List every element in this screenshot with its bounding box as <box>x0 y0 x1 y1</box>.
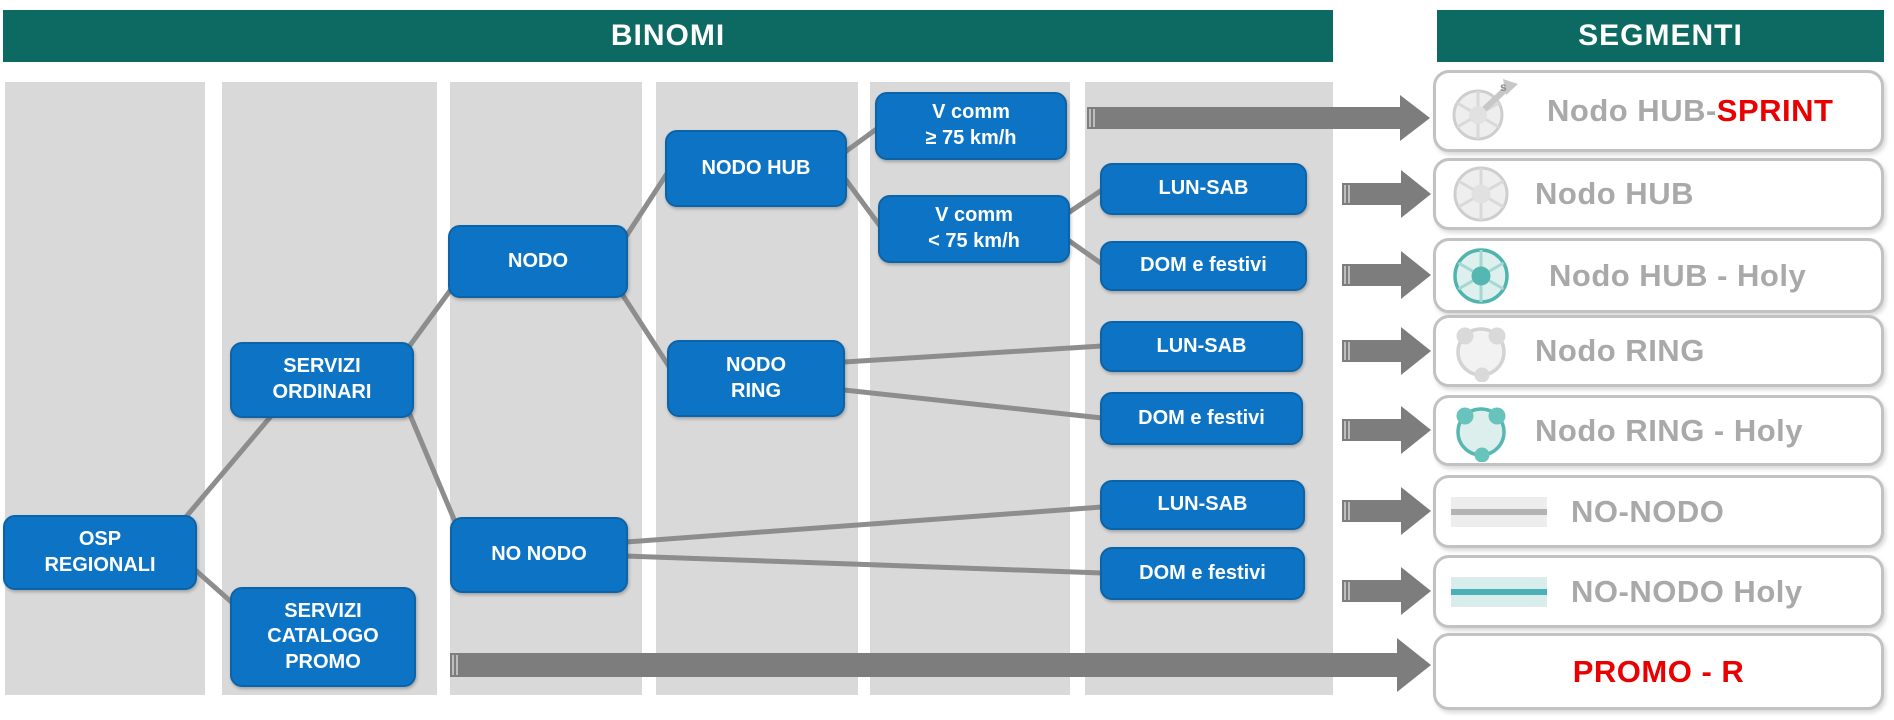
node-nodo: NODO <box>448 225 628 298</box>
segment-label-red: SPRINT <box>1716 93 1834 128</box>
segment-row-hub-holy: Nodo HUB - Holy <box>1433 238 1884 313</box>
node-v-comm-ge-75: V comm ≥ 75 km/h <box>875 92 1067 160</box>
node-lun-sab-ring: LUN-SAB <box>1100 321 1303 372</box>
arrow-nodo-ring <box>1342 327 1431 375</box>
arrow-no-nodo-holy <box>1342 567 1431 615</box>
segment-row-no-nodo-holy: NO-NODO Holy <box>1433 555 1884 628</box>
segment-label: Nodo RING <box>1535 333 1705 368</box>
node-dom-festivi-ring: DOM e festivi <box>1100 392 1303 445</box>
segment-label: Nodo HUB - Holy <box>1549 257 1807 293</box>
segment-label: NO-NODO <box>1571 493 1725 529</box>
ring-holy-icon <box>1451 400 1511 462</box>
segment-label: Nodo HUB-SPRINT <box>1547 93 1833 129</box>
node-dom-festivi-hub: DOM e festivi <box>1100 241 1307 291</box>
arrow-nodo-ring-holy <box>1342 406 1431 454</box>
segment-label: Nodo RING - Holy <box>1535 412 1804 448</box>
node-osp-regionali: OSP REGIONALI <box>3 515 197 590</box>
segment-row-hub: Nodo HUB <box>1433 158 1884 230</box>
segment-row-hub-sprint: s Nodo HUB-SPRINT <box>1433 70 1884 152</box>
segmenti-header: SEGMENTI <box>1437 10 1884 62</box>
track-bar-icon <box>1451 492 1547 532</box>
hub-sprint-icon: s <box>1451 78 1523 144</box>
column-5 <box>870 82 1070 695</box>
node-servizi-ordinari: SERVIZI ORDINARI <box>230 342 414 418</box>
node-nodo-hub: NODO HUB <box>665 130 847 207</box>
segment-row-ring-holy: Nodo RING - Holy <box>1433 395 1884 466</box>
ring-icon <box>1451 320 1511 382</box>
segment-label: NO-NODO Holy <box>1571 573 1803 609</box>
column-3 <box>450 82 642 695</box>
segment-row-no-nodo: NO-NODO <box>1433 475 1884 548</box>
segment-row-ring: Nodo RING <box>1433 315 1884 387</box>
binomi-header: BINOMI <box>3 10 1333 62</box>
node-v-comm-lt-75: V comm < 75 km/h <box>878 195 1070 263</box>
arrow-no-nodo <box>1342 487 1431 535</box>
segment-label-gray: Nodo HUB- <box>1547 93 1717 128</box>
hub-wheel-holy-icon <box>1451 246 1511 306</box>
column-1 <box>5 82 205 695</box>
binomi-title: BINOMI <box>610 19 726 52</box>
node-no-nodo: NO NODO <box>450 517 628 593</box>
segment-label: PROMO - R <box>1572 653 1745 689</box>
node-servizi-catalogo-promo: SERVIZI CATALOGO PROMO <box>230 587 416 687</box>
node-dom-festivi-no-nodo: DOM e festivi <box>1100 547 1305 600</box>
node-nodo-ring: NODO RING <box>667 340 845 417</box>
segmenti-title: SEGMENTI <box>1578 19 1743 52</box>
arrow-nodo-hub <box>1342 170 1431 218</box>
track-bar-holy-icon <box>1451 572 1547 612</box>
segment-panel: s Nodo HUB-SPRINT Nodo HUB <box>1433 0 1886 720</box>
segment-label: Nodo HUB <box>1535 176 1694 211</box>
node-lun-sab-no-nodo: LUN-SAB <box>1100 480 1305 530</box>
node-lun-sab-hub: LUN-SAB <box>1100 163 1307 215</box>
segment-row-promo: PROMO - R <box>1433 633 1884 710</box>
arrow-nodo-hub-holy <box>1342 251 1431 299</box>
svg-text:s: s <box>1500 80 1507 94</box>
hub-wheel-icon <box>1451 164 1511 224</box>
